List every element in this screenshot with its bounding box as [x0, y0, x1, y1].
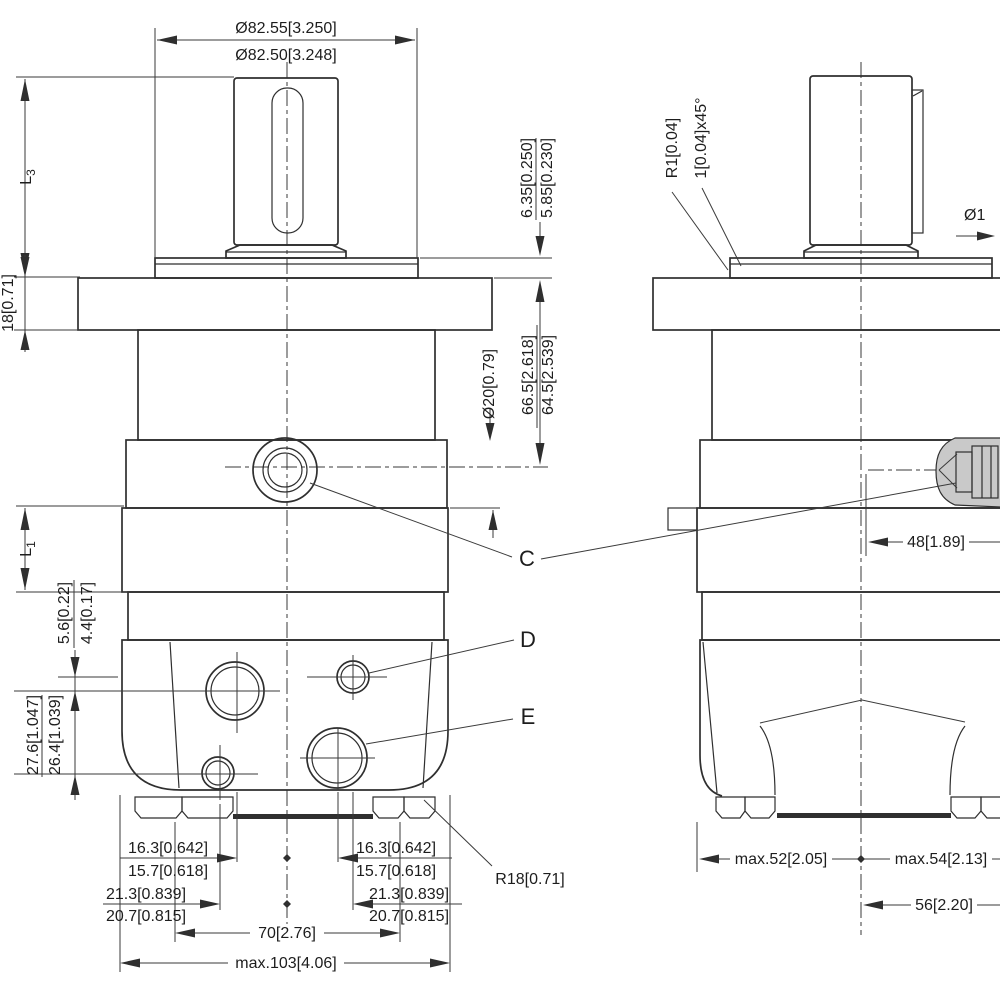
- key: [911, 89, 924, 234]
- mounting-flange: [77, 277, 493, 331]
- dim-key-height-upper: 6.35[0.250]: [519, 138, 536, 218]
- end-face-ports: [201, 660, 370, 790]
- side-band-4: [701, 591, 1000, 641]
- dim-sp213-right-lower: 20.7[0.815]: [369, 908, 449, 925]
- dim-sp213-right-upper: 21.3[0.839]: [369, 886, 449, 903]
- side-housing: [699, 639, 1000, 797]
- dim-chamfer: 1[0.04]x45°: [693, 97, 710, 178]
- port-label-e: E: [521, 704, 536, 729]
- dim-l3: L3: [18, 169, 38, 185]
- housing-seam: [759, 699, 966, 724]
- side-port-boss: [935, 437, 1000, 508]
- side-view-feet: [715, 796, 1000, 819]
- dim-sp163-right-upper: 16.3[0.642]: [356, 840, 436, 857]
- dim-overall-width: max.103[4.06]: [235, 955, 336, 972]
- dim-sp213-left-lower: 20.7[0.815]: [106, 908, 186, 925]
- side-view-outline: [652, 75, 1000, 819]
- centerlines: [225, 62, 1000, 940]
- side-band-1: [711, 329, 1000, 441]
- bottom-face-line: [233, 814, 373, 819]
- plug-body: [971, 445, 999, 499]
- body-band-3: [121, 507, 449, 593]
- keyway-slot: [271, 87, 304, 234]
- dim-check-port-dia: Ø20[0.79]: [481, 349, 498, 419]
- dim-max52: max.52[2.05]: [735, 851, 828, 868]
- dim-sp213-left-upper: 21.3[0.839]: [106, 886, 186, 903]
- dimension-lines: [14, 28, 1000, 972]
- dim-pilot-dia-lower: Ø82.50[3.248]: [235, 47, 336, 64]
- dim-corner-radius: R18[0.71]: [495, 871, 564, 888]
- dim-48: 48[1.89]: [907, 534, 965, 551]
- front-view-outline: [77, 77, 493, 819]
- dim-port-height-lower: 64.5[2.539]: [540, 335, 557, 415]
- dim-offset-26-4: 26.4[1.039]: [47, 695, 64, 775]
- dim-port-height-upper: 66.5[2.618]: [520, 335, 537, 415]
- dim-max54: max.54[2.13]: [895, 851, 988, 868]
- dim-56: 56[2.20]: [915, 897, 973, 914]
- shaft: [233, 77, 339, 246]
- front-view-feet: [134, 796, 436, 819]
- dim-l1: L1: [18, 541, 38, 557]
- dim-pilot-dia-upper: Ø82.55[3.250]: [235, 20, 336, 37]
- dim-offset-5-6: 5.6[0.22]: [56, 582, 73, 644]
- port-label-d: D: [520, 627, 536, 652]
- dim-sp163-left-lower: 15.7[0.618]: [128, 863, 208, 880]
- dim-offset-4-4: 4.4[0.17]: [79, 582, 96, 644]
- dim-flange-thickness: 18[0.71]: [0, 274, 17, 332]
- side-step-lug: [667, 507, 698, 531]
- port-small-lower-left: [201, 756, 235, 790]
- dim-offset-27-6: 27.6[1.047]: [25, 695, 42, 775]
- end-housing: [121, 639, 449, 791]
- mounting-flange-side: [652, 277, 1000, 331]
- body-band-4: [127, 591, 445, 641]
- dim-sp163-right-lower: 15.7[0.618]: [356, 863, 436, 880]
- port-c-boss: [252, 437, 318, 503]
- dim-bolt-spacing: 70[2.76]: [258, 925, 316, 942]
- port-label-c: C: [519, 546, 535, 571]
- dim-fillet-radius: R1[0.04]: [664, 118, 681, 178]
- dimension-labels: Ø82.55[3.250] Ø82.50[3.248] L3 18[0.71] …: [0, 20, 992, 972]
- dim-key-height-lower: 5.85[0.230]: [539, 138, 556, 218]
- bottom-face-line-side: [777, 813, 951, 818]
- dim-dia-clipped: Ø1: [964, 207, 985, 224]
- dim-sp163-left-upper: 16.3[0.642]: [128, 840, 208, 857]
